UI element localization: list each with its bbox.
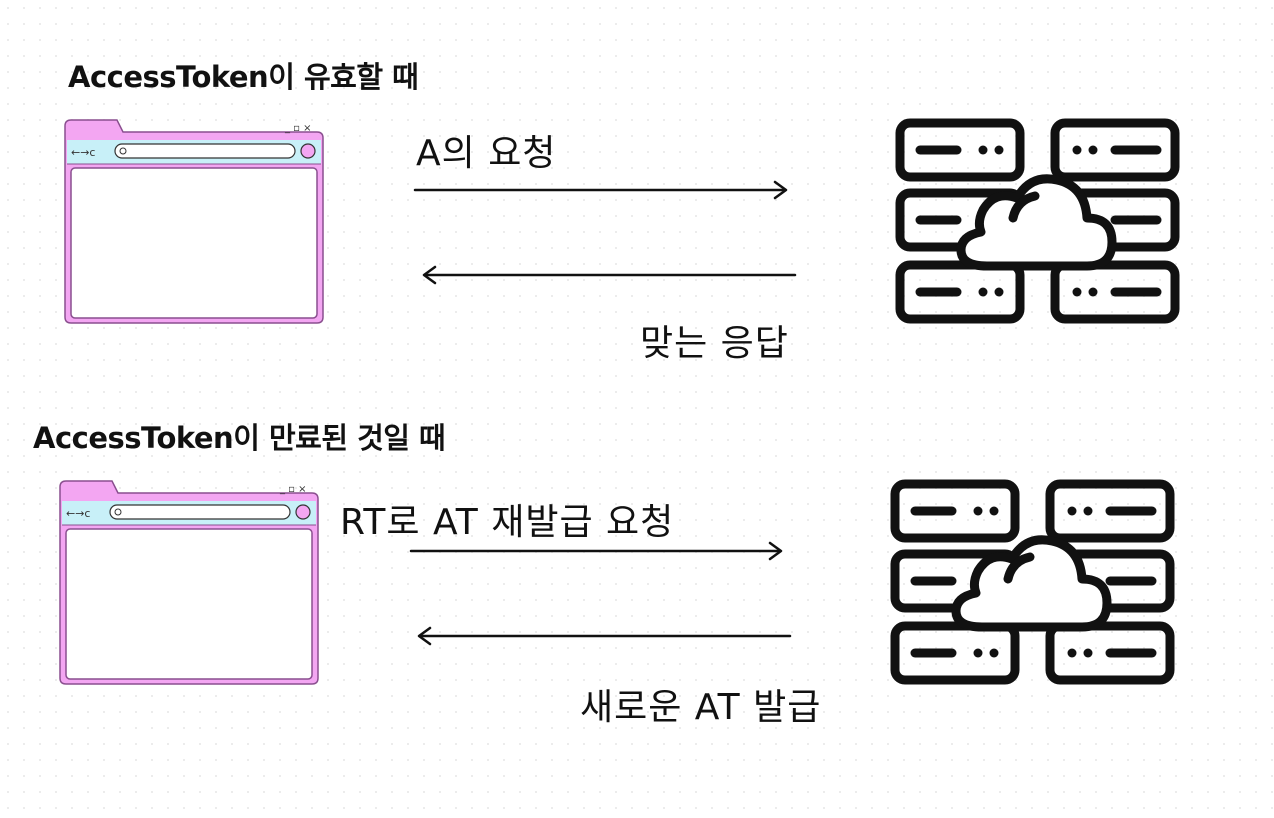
browser-window-icon: ←→c _ ▫ × — [59, 480, 319, 685]
request-arrow — [413, 180, 788, 200]
request-arrow — [409, 541, 783, 561]
svg-text:←→c: ←→c — [66, 507, 90, 520]
response-label: 맞는 응답 — [640, 323, 789, 364]
svg-text:_ ▫ ×: _ ▫ × — [279, 484, 307, 495]
request-label: A의 요청 — [416, 133, 557, 174]
svg-text:←→c: ←→c — [71, 146, 95, 159]
scene-token-expired: AccessToken이 만료된 것일 때 ←→c _ ▫ × — [0, 360, 1274, 769]
scene-diagram: ←→c _ ▫ × — [59, 479, 1175, 685]
request-label: RT로 AT 재발급 요청 — [340, 502, 675, 543]
response-label: 새로운 AT 발급 — [580, 687, 822, 728]
response-arrow — [422, 265, 797, 285]
scene-heading: AccessToken이 유효할 때 — [68, 60, 419, 94]
scene-token-valid: AccessToken이 유효할 때 ←→c _ ▫ × — [64, 60, 1180, 364]
scene-diagram: ←→c _ ▫ × — [64, 118, 1180, 324]
cloud-server-icon — [895, 118, 1180, 324]
cloud-server-icon — [890, 479, 1175, 685]
scene-heading: AccessToken이 만료된 것일 때 — [33, 421, 446, 455]
svg-text:_ ▫ ×: _ ▫ × — [284, 123, 312, 134]
response-arrow — [417, 626, 792, 646]
browser-window-icon: ←→c _ ▫ × — [64, 119, 324, 324]
